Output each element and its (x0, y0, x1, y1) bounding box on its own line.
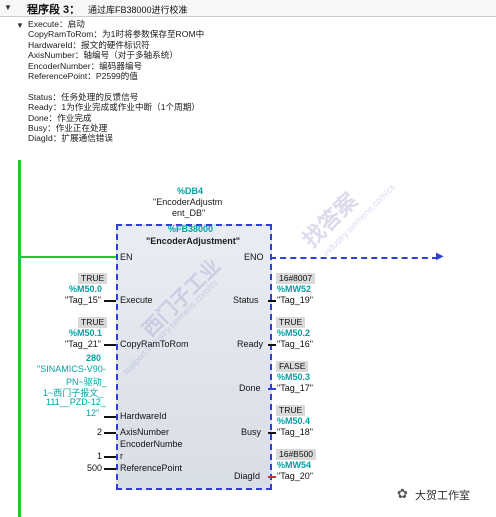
pin-ready: Ready (237, 339, 264, 349)
status-monitor-value: 16#8007 (276, 273, 316, 284)
comment-line: AxisNumber：轴编号（对于多轴系统） (28, 50, 178, 61)
done-wire (268, 388, 276, 390)
ready-tag[interactable]: "Tag_16" (277, 339, 313, 349)
comment-line: Done：作业完成 (28, 112, 92, 123)
execute-wire (104, 300, 116, 302)
network-title[interactable]: 通过库FB38000进行校准 (88, 5, 188, 15)
pin-status: Status (233, 295, 259, 305)
comment-line: Status：任务处理的反馈信号 (28, 91, 139, 102)
network-label: 程序段 3： (27, 4, 81, 16)
en-connection (21, 256, 117, 258)
done-monitor-value: FALSE (276, 361, 309, 372)
encoder-wire (104, 456, 116, 458)
eno-connection (270, 257, 438, 259)
axis-value[interactable]: 2 (97, 427, 103, 437)
pin-eno: ENO (244, 252, 264, 262)
hwid-tag-line[interactable]: "SINAMICS-V90- (37, 364, 106, 374)
pin-execute: Execute (120, 295, 153, 305)
power-rail (18, 160, 21, 517)
status-tag[interactable]: "Tag_19" (277, 295, 313, 305)
busy-tag[interactable]: "Tag_18" (277, 427, 313, 437)
encoder-value[interactable]: 1 (97, 451, 103, 461)
comment-line: EncoderNumber：编码器编号 (28, 60, 143, 71)
pin-busy: Busy (241, 427, 262, 437)
network-comment[interactable]: Execute：启动 CopyRamToRom：为1时将参数保存至ROM中 Ha… (28, 19, 204, 144)
fb-number: %FB38000 (168, 224, 214, 234)
copy-wire (104, 344, 116, 346)
diag-tag[interactable]: "Tag_20" (277, 471, 313, 481)
comment-line: CopyRamToRom：为1时将参数保存至ROM中 (28, 29, 205, 40)
reference-value[interactable]: 500 (87, 463, 103, 473)
pin-done: Done (239, 383, 261, 393)
hwid-wire (104, 416, 116, 418)
eno-arrow-icon: ▶ (436, 251, 444, 262)
status-address[interactable]: %MW52 (277, 284, 312, 294)
block-background (118, 226, 270, 488)
hwid-tag-line: 1~西门子报文_ (43, 388, 104, 398)
reference-wire (104, 468, 116, 470)
network-header: ▼ 程序段 3： 通过库FB38000进行校准 (0, 0, 496, 17)
status-wire (268, 300, 276, 302)
busy-address[interactable]: %M50.4 (277, 416, 311, 426)
execute-monitor-value: TRUE (78, 273, 108, 284)
comment-line: Ready：1为作业完成或作业中断（1个周期） (28, 102, 200, 113)
pin-encodernumber: EncoderNumbe (120, 439, 183, 449)
axis-wire (104, 432, 116, 434)
done-address[interactable]: %M50.3 (277, 372, 311, 382)
pin-copyramtorom: CopyRamToRom (120, 339, 189, 349)
comment-collapse-icon[interactable]: ▼ (16, 21, 24, 30)
hwid-tag-line: 111__PZD-12_ (46, 397, 106, 407)
fb-name: "EncoderAdjustment" (146, 236, 241, 246)
comment-line: DiagId：扩展通信错误 (28, 133, 113, 144)
hwid-monitor-value: 280 (86, 353, 102, 363)
comment-line: Busy：作业正在处理 (28, 122, 108, 133)
hwid-tag-line: 12" (86, 408, 100, 418)
execute-tag[interactable]: "Tag_15" (65, 295, 101, 305)
ready-address[interactable]: %M50.2 (277, 328, 311, 338)
pin-en: EN (120, 252, 133, 262)
function-block[interactable]: %FB38000 "EncoderAdjustment" (116, 224, 272, 490)
comment-line: HardwareId：报文的硬件标识符 (28, 39, 150, 50)
pin-diagid: DiagId (234, 471, 261, 481)
comment-line (28, 81, 204, 91)
instance-db-address[interactable]: %DB4 (177, 186, 204, 196)
pin-axisnumber: AxisNumber (120, 427, 170, 437)
pin-referencepoint: ReferencePoint (120, 463, 183, 473)
ready-wire (268, 344, 276, 346)
instance-db-name[interactable]: "EncoderAdjustm (153, 197, 223, 207)
wechat-logo-icon: ✿ (397, 486, 408, 501)
collapse-triangle-icon[interactable]: ▼ (4, 3, 12, 12)
execute-address[interactable]: %M50.0 (69, 284, 103, 294)
comment-line: Execute：启动 (28, 19, 85, 29)
diag-monitor-value: 16#B500 (276, 449, 317, 460)
pin-encodernumber-cont: r (120, 451, 123, 461)
comment-line: ReferencePoint：P2599的值 (28, 70, 138, 81)
pin-hardwareid: HardwareId (120, 411, 167, 421)
busy-monitor-value: TRUE (276, 405, 306, 416)
ready-monitor-value: TRUE (276, 317, 306, 328)
busy-wire (268, 432, 276, 434)
diag-wire (268, 476, 276, 478)
copy-monitor-value: TRUE (78, 317, 108, 328)
copy-address[interactable]: %M50.1 (69, 328, 103, 338)
brand-label: 大贺工作室 (415, 490, 470, 502)
copy-tag[interactable]: "Tag_21" (65, 339, 101, 349)
done-tag[interactable]: "Tag_17" (277, 383, 313, 393)
diag-address[interactable]: %MW54 (277, 460, 312, 470)
instance-db-name-cont: ent_DB" (172, 208, 206, 218)
hwid-tag-line: PN~驱动_ (66, 377, 107, 387)
